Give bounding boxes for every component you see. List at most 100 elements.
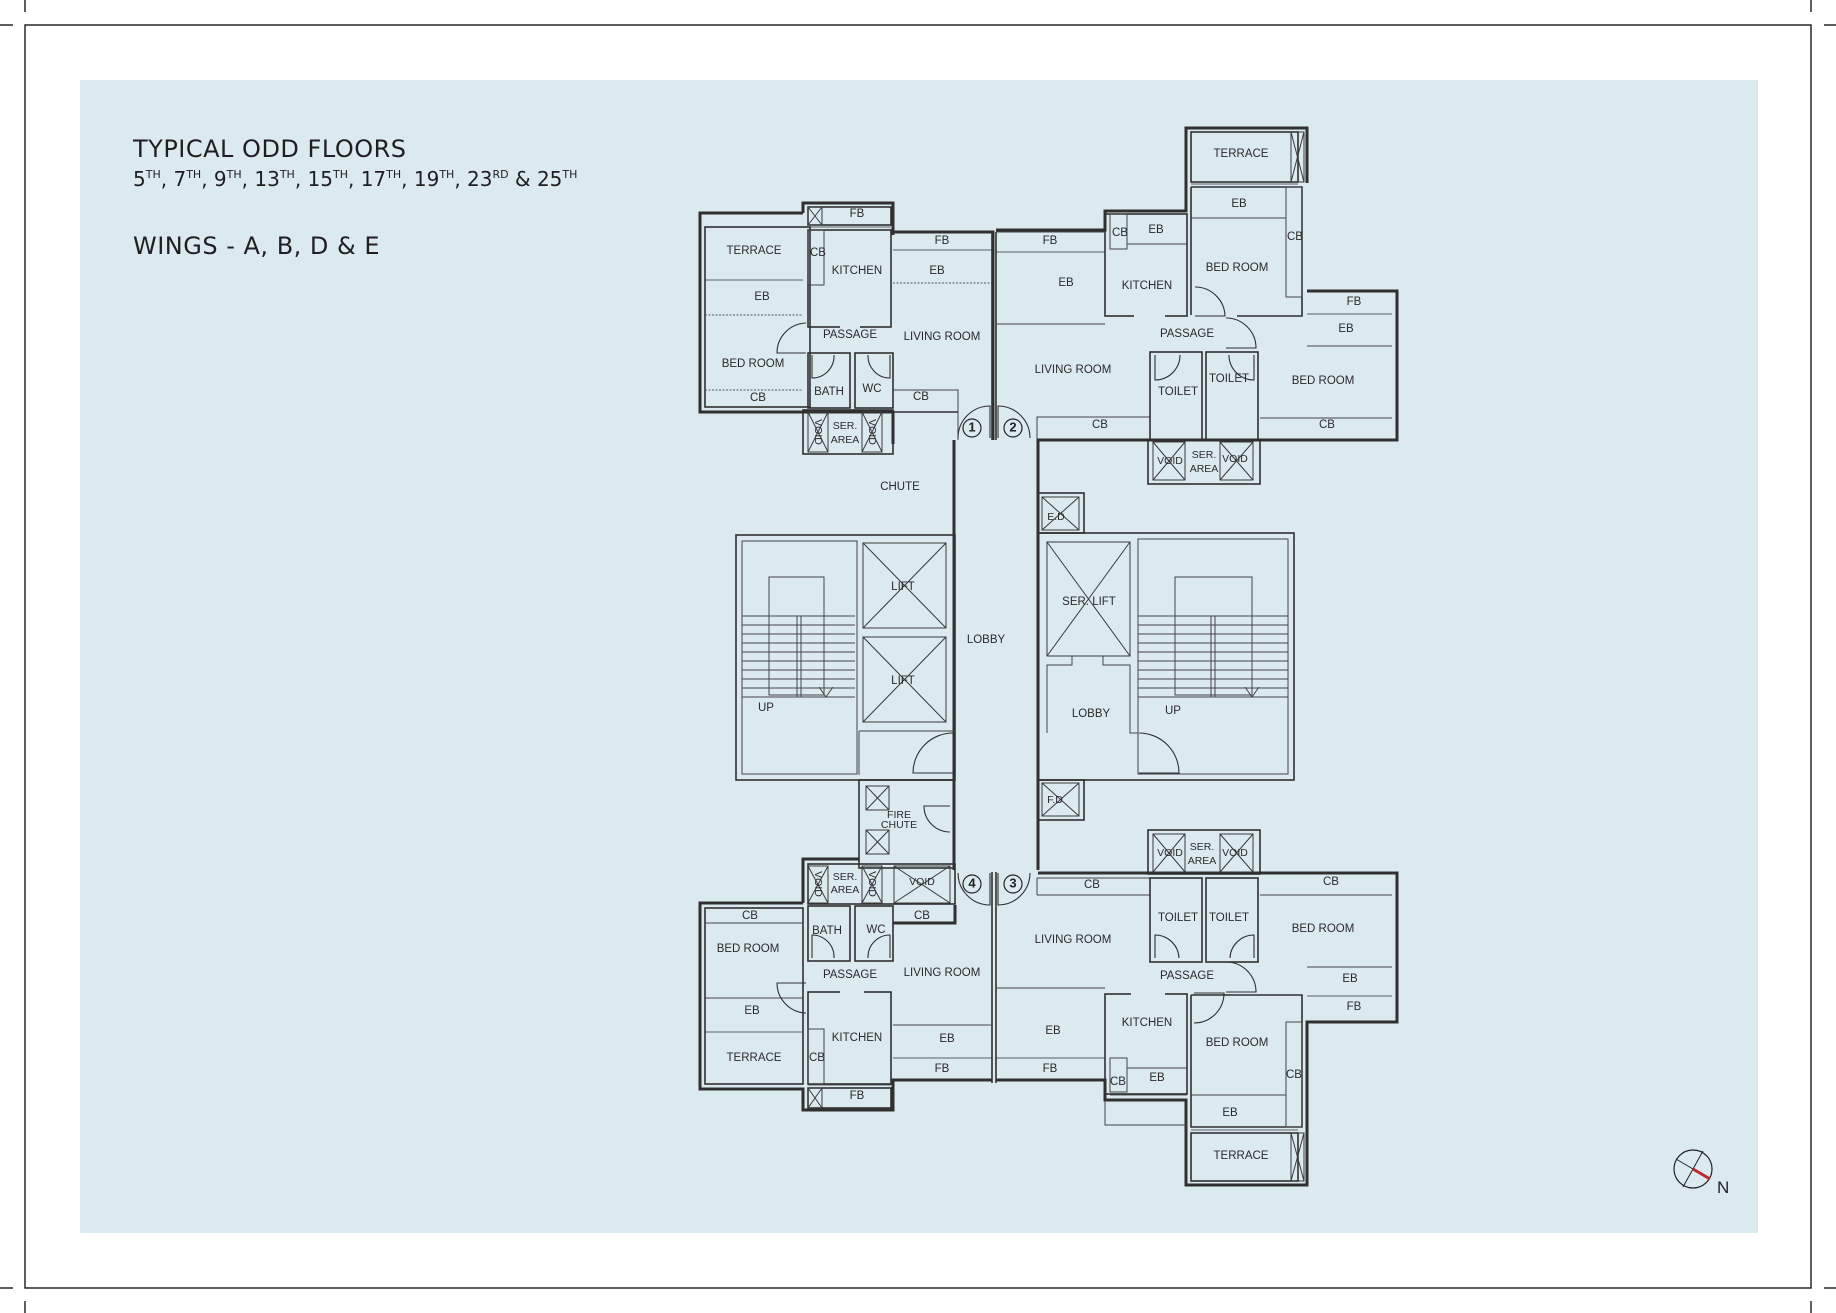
room-label: TERRACE [1214,148,1269,160]
room-label: PASSAGE [823,329,877,341]
room-label: AREA [831,884,860,896]
lobby-label: LOBBY [967,634,1006,646]
chute-label: CHUTE [880,481,920,493]
svg-text:4: 4 [968,875,976,890]
flat-4-marker [962,874,982,894]
room-label: CB [742,910,758,922]
room-label: FB [1347,1001,1362,1013]
room-label: VOID [1157,847,1183,859]
room-label: CB [1092,419,1108,431]
stair-treads-right [1138,615,1288,698]
room-label: VOID [1157,455,1183,467]
room-label: EB [1222,1107,1238,1119]
fire-chute-label: FIRE [887,809,911,821]
room-label: SER. [833,420,858,432]
north-label: N [1717,1178,1729,1197]
room-label: CB [809,1052,825,1064]
north-compass: N [1673,1149,1729,1197]
room-label: FB [1347,296,1362,308]
room-label: WC [862,383,881,395]
room-label: BATH [812,925,842,937]
room-label: BATH [814,386,844,398]
flat-3-marker [1003,874,1023,894]
room-label: KITCHEN [832,265,882,277]
room-label: TERRACE [727,245,782,257]
room-label: KITCHEN [1122,280,1172,292]
room-label: BED ROOM [1206,262,1269,274]
room-label: EB [1149,1072,1165,1084]
room-label: EB [1342,973,1358,985]
wings-label: WINGS - A, B, D & E [133,232,380,260]
compass-icon [1673,1149,1713,1189]
stair-up-label: UP [1165,705,1181,717]
page-title: TYPICAL ODD FLOORS [132,135,407,163]
room-label: VOID [1222,847,1248,859]
room-label: CB [1110,1076,1126,1088]
unit-1: TERRACE EB BED ROOM CB CB KITCHEN FB PAS… [698,201,995,455]
ser-lift-label: SER. LIFT [1062,596,1116,608]
room-label: EB [939,1033,955,1045]
room-label: CB [1084,879,1100,891]
room-label: AREA [1190,463,1219,475]
room-label: VOID [812,871,824,897]
room-label: TOILET [1158,912,1198,924]
room-label: LIVING ROOM [904,967,981,979]
lift-label: LIFT [891,581,915,593]
entrance-doors-bottom: 4 3 [957,872,1031,1083]
unit-4: VOID SER. AREA VOID VOID CB BED ROOM EB … [698,857,992,1112]
room-label: CB [1323,876,1339,888]
room-label: SER. [833,871,858,883]
flat-2-marker [1003,418,1023,438]
room-label: EB [1148,224,1164,236]
room-label: LIVING ROOM [1035,364,1112,376]
room-label: CB [1319,419,1335,431]
flat-1-marker [962,418,982,438]
room-label: EB [744,1005,760,1017]
room-label: BED ROOM [1292,923,1355,935]
unit-3: VOID SER. AREA VOID CB LIVING ROOM EB FB… [996,829,1399,1187]
room-label: EB [929,265,945,277]
room-label: KITCHEN [832,1032,882,1044]
room-label: FB [1043,1063,1058,1075]
room-label: SER. [1190,841,1215,853]
stair-up-label: UP [758,702,774,714]
room-label: CB [914,910,930,922]
room-label: CB [1112,227,1128,239]
room-label: VOID [866,871,878,897]
room-label: PASSAGE [1160,970,1214,982]
room-label: VOID [866,419,878,445]
room-label: TERRACE [727,1052,782,1064]
room-label: TOILET [1209,912,1249,924]
room-label: FB [1043,235,1058,247]
north-arrow-icon [1692,1167,1711,1181]
room-label: VOID [1222,453,1248,465]
room-label: CB [913,391,929,403]
svg-text:1: 1 [968,419,975,434]
room-label: EB [754,291,770,303]
room-label: FB [850,208,865,220]
central-core: CHUTE LOBBY UP LIFT LIFT [735,440,1295,870]
service-lobby-label: LOBBY [1072,708,1111,720]
room-label: CB [1286,1069,1302,1081]
svg-text:3: 3 [1009,875,1016,890]
room-label: CB [750,392,766,404]
entrance-doors-top: 1 2 [957,232,1031,440]
room-label: TOILET [1209,373,1249,385]
room-label: EB [1231,198,1247,210]
heading: TYPICAL ODD FLOORS 5TH, 7TH, 9TH, 13TH, … [132,135,577,260]
room-label: PASSAGE [1160,328,1214,340]
room-label: FB [850,1090,865,1102]
lift-label: LIFT [891,675,915,687]
room-label: EB [1045,1025,1061,1037]
room-label: BED ROOM [722,358,785,370]
ed-label: E.D [1047,511,1065,523]
room-label: BED ROOM [717,943,780,955]
room-label: AREA [831,434,860,446]
room-label: EB [1338,323,1354,335]
room-label: LIVING ROOM [904,331,981,343]
room-label: LIVING ROOM [1035,934,1112,946]
room-label: PASSAGE [823,969,877,981]
fire-chute-label: CHUTE [881,819,917,831]
